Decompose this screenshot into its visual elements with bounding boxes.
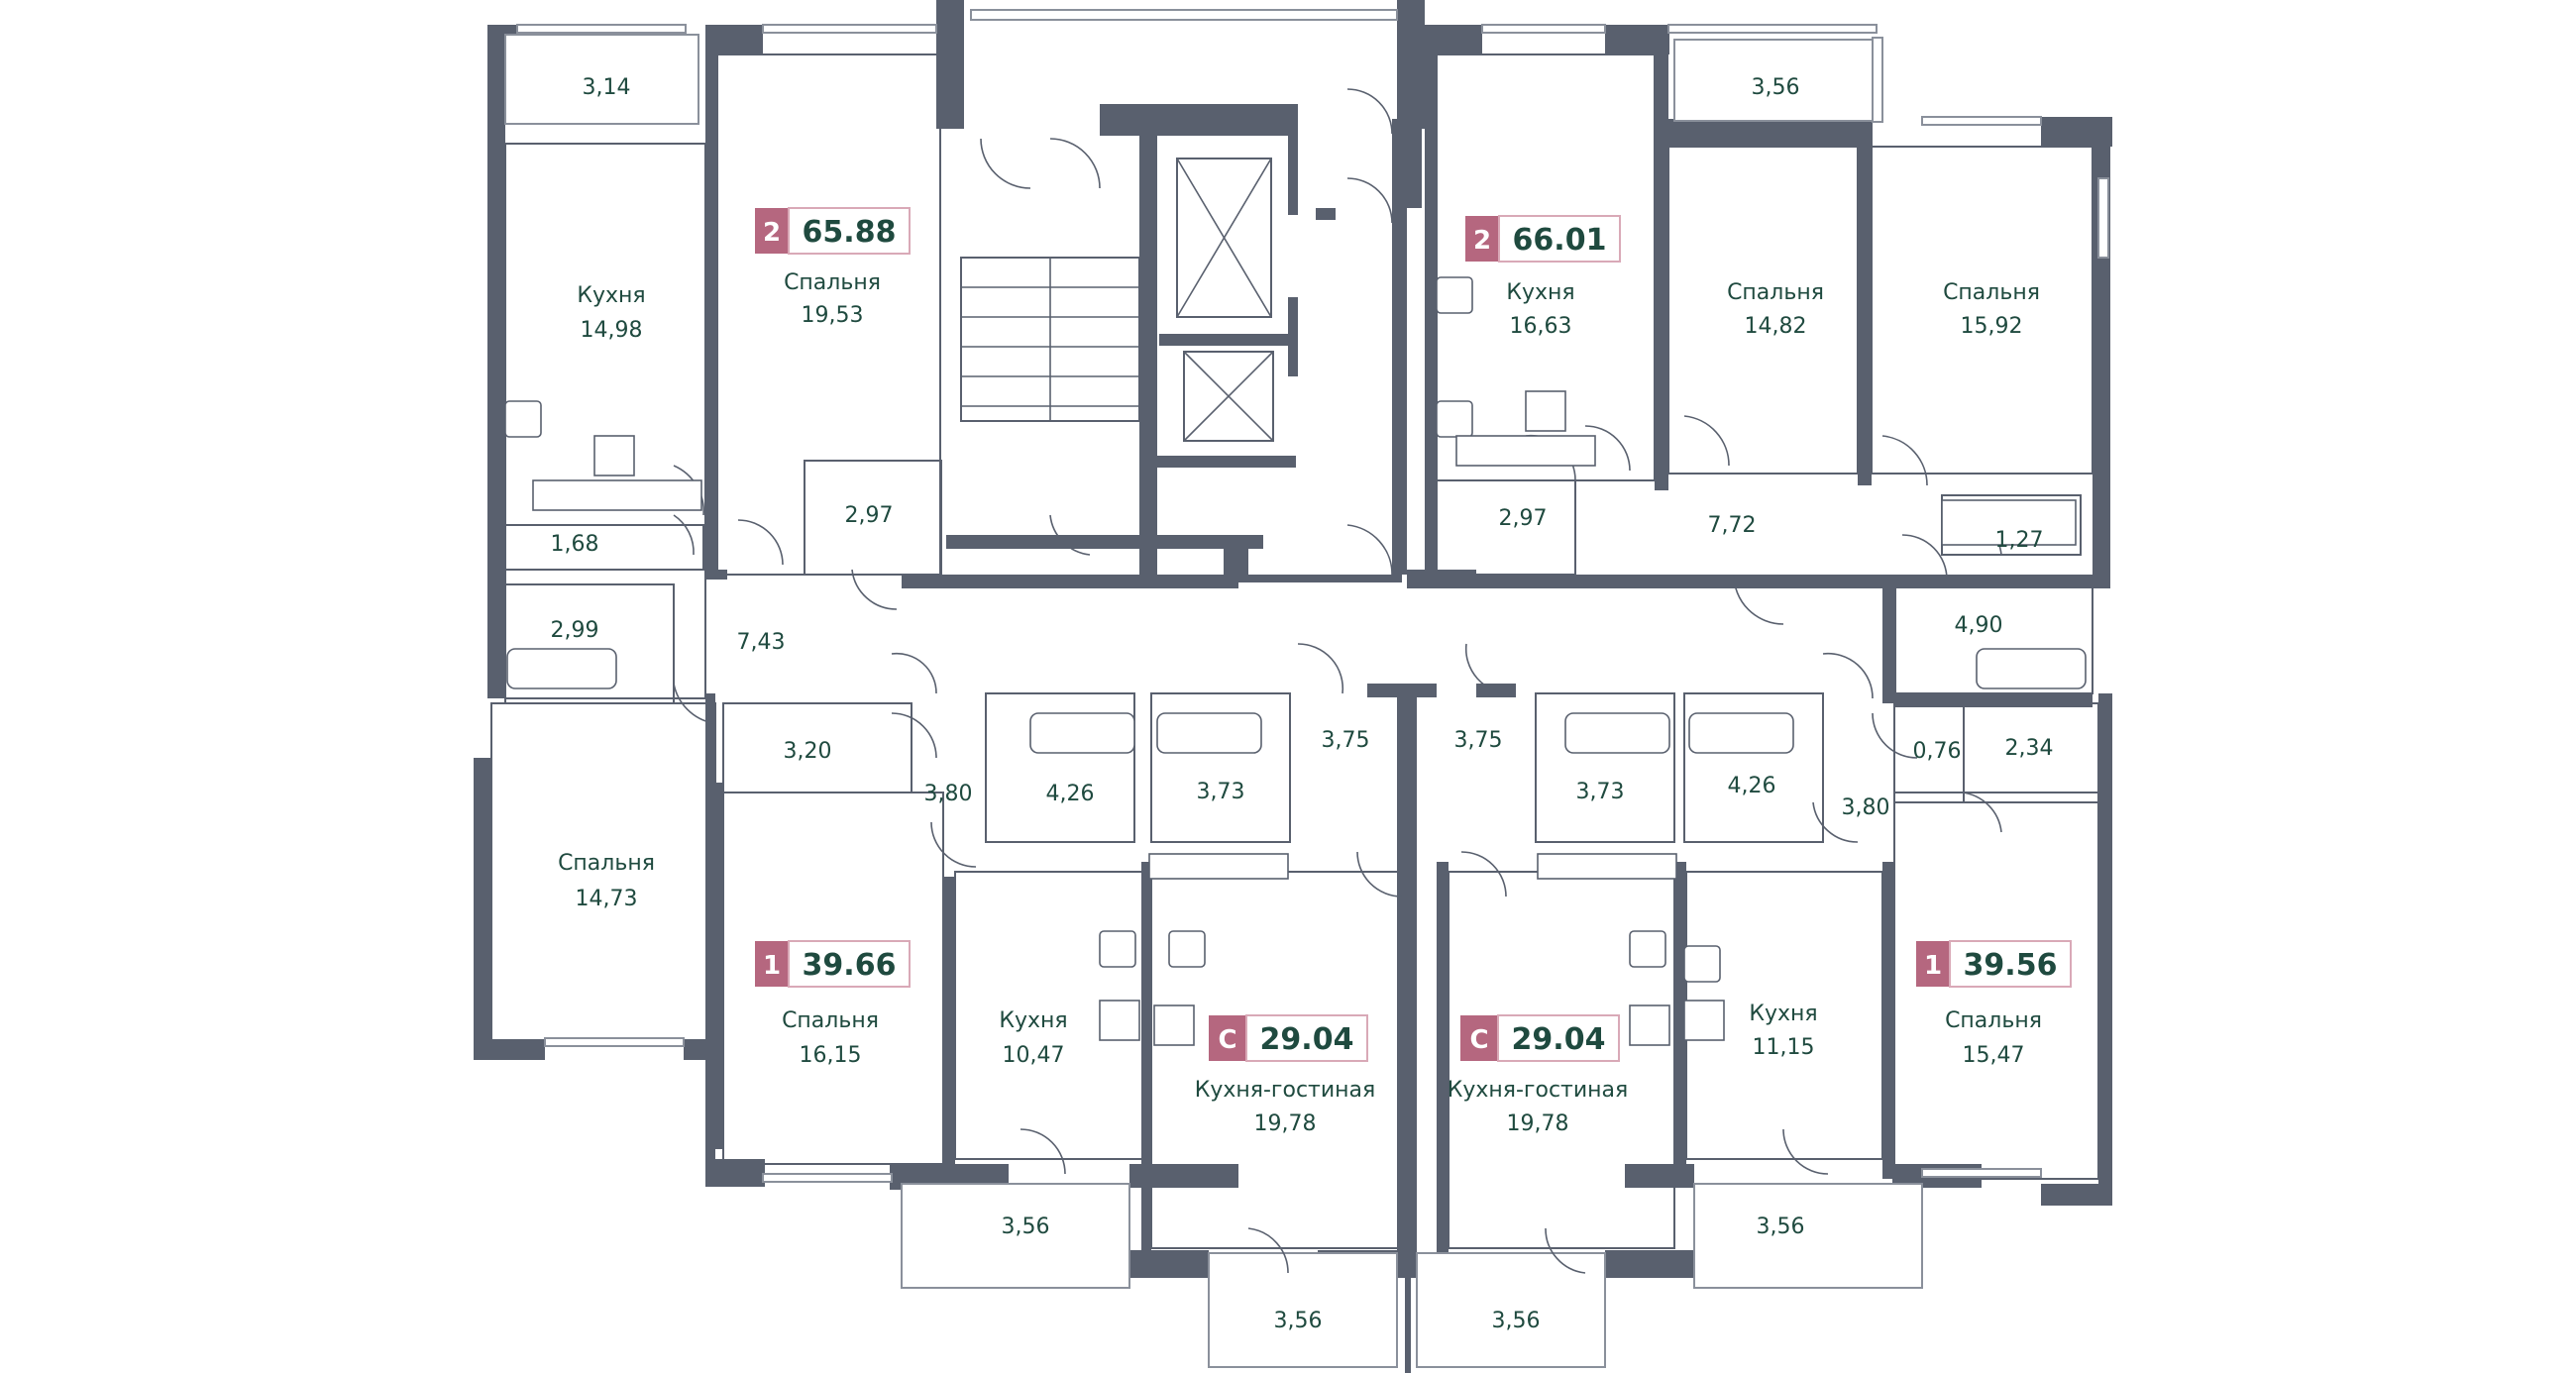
apartment-rooms: 1 [763, 951, 781, 981]
apartment-badge-apt-top-left: 2 65.88 [755, 207, 911, 255]
room-name: Кухня [1749, 1002, 1817, 1026]
apartment-rooms: 2 [763, 218, 781, 248]
room-area: 7,43 [737, 630, 786, 655]
room-area: 3,75 [1322, 728, 1370, 753]
room-area: 7,72 [1708, 513, 1757, 538]
room-area: 3,73 [1197, 780, 1245, 804]
room-area: 0,76 [1913, 739, 1962, 764]
apartment-rooms: 1 [1924, 951, 1942, 981]
room-area: 1,27 [1995, 528, 2044, 553]
room-area: 2,34 [2005, 736, 2054, 761]
room-area: 3,20 [784, 739, 832, 764]
apartment-badge-apt-top-right: 2 66.01 [1465, 215, 1621, 263]
room-area: 14,73 [576, 887, 638, 911]
room-area: 4,26 [1728, 774, 1776, 798]
room-name: Спальня [784, 270, 881, 295]
room-area: 15,92 [1961, 314, 2023, 339]
room-area: 2,97 [1499, 506, 1548, 531]
apartment-badge-apt-bottom-left: 1 39.66 [755, 940, 911, 988]
room-area: 2,99 [551, 618, 599, 643]
apartment-badge-apt-bottom-right: 1 39.56 [1916, 940, 2072, 988]
room-name: Спальня [1945, 1008, 2042, 1033]
room-area: 4,90 [1955, 613, 2003, 638]
walls [474, 0, 2112, 1373]
room-labels: 3,14 Кухня 14,98 Спальня 19,53 2,97 1,68… [551, 75, 2054, 1333]
room-name: Кухня [577, 283, 645, 308]
room-name: Спальня [782, 1008, 879, 1033]
room-area: 3,80 [924, 782, 973, 806]
apartment-area: 29.04 [1512, 1022, 1606, 1057]
partitions [490, 53, 2099, 1249]
room-area: 14,82 [1745, 314, 1807, 339]
room-area: 1,68 [551, 532, 599, 557]
room-area: 3,56 [1757, 1215, 1805, 1239]
room-area: 10,47 [1003, 1043, 1065, 1068]
room-name: Кухня-гостиная [1448, 1078, 1629, 1103]
room-area: 19,53 [802, 303, 864, 328]
room-name: Кухня [1506, 280, 1574, 305]
room-area: 2,97 [845, 503, 894, 528]
room-area: 11,15 [1753, 1035, 1815, 1060]
room-area: 3,56 [1752, 75, 1800, 100]
room-area: 3,73 [1576, 780, 1625, 804]
room-name: Спальня [558, 851, 655, 876]
windows [504, 9, 2109, 1368]
room-name: Кухня [999, 1008, 1067, 1033]
apartment-area: 39.56 [1964, 948, 2058, 983]
room-area: 3,14 [583, 75, 631, 100]
room-area: 15,47 [1963, 1043, 2025, 1068]
apartment-area: 65.88 [803, 215, 897, 250]
room-name: Спальня [1943, 280, 2040, 305]
room-area: 19,78 [1254, 1111, 1317, 1136]
doors [673, 88, 2002, 1274]
room-area: 4,26 [1046, 782, 1095, 806]
room-area: 3,56 [1002, 1215, 1050, 1239]
apartment-area: 29.04 [1260, 1022, 1354, 1057]
room-area: 16,63 [1510, 314, 1572, 339]
apartment-badge-apt-studio-right: С 29.04 [1460, 1014, 1620, 1062]
room-area: 19,78 [1507, 1111, 1569, 1136]
room-name: Спальня [1727, 280, 1824, 305]
apartment-badge-apt-studio-left: С 29.04 [1209, 1014, 1368, 1062]
room-area: 16,15 [800, 1043, 862, 1068]
apartment-area: 66.01 [1513, 223, 1607, 258]
room-area: 14,98 [581, 318, 643, 343]
room-area: 3,75 [1454, 728, 1503, 753]
apartment-rooms: С [1218, 1025, 1236, 1055]
fixtures [504, 276, 2087, 1046]
room-area: 3,56 [1274, 1309, 1323, 1333]
room-area: 3,80 [1842, 795, 1890, 820]
apartment-rooms: 2 [1473, 226, 1491, 256]
room-area: 3,56 [1492, 1309, 1541, 1333]
apartment-rooms: С [1469, 1025, 1488, 1055]
apartment-area: 39.66 [803, 948, 897, 983]
room-name: Кухня-гостиная [1195, 1078, 1376, 1103]
